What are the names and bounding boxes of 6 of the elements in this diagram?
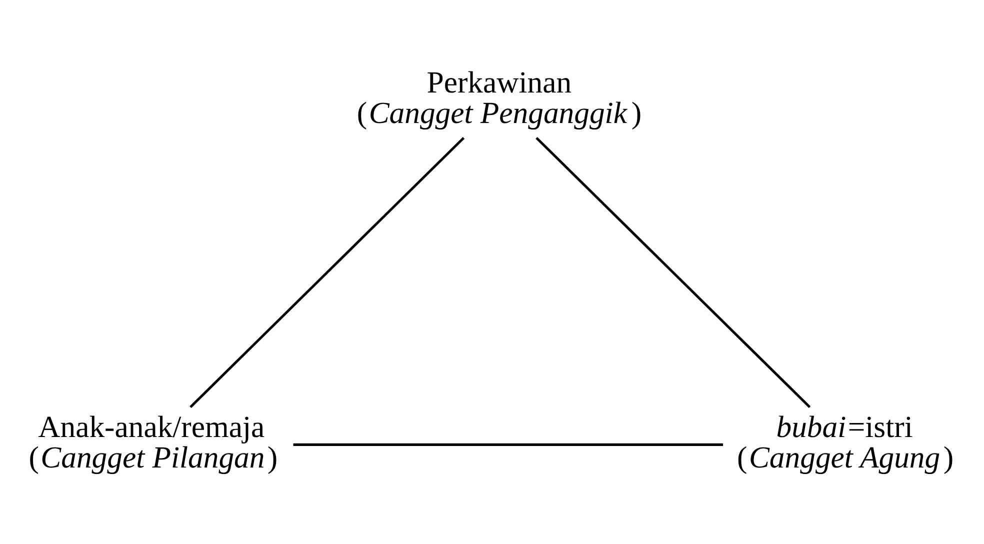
- connector: [293, 442, 724, 446]
- connector: [536, 136, 811, 408]
- node-text: Perkawinan (Cangget Penganggik): [356, 64, 642, 130]
- node-text: bubai=istri (Cangget Agung): [737, 409, 954, 474]
- connector: [190, 136, 465, 408]
- node-text: Anak-anak/remaja (Cangget Pilangan): [28, 409, 278, 474]
